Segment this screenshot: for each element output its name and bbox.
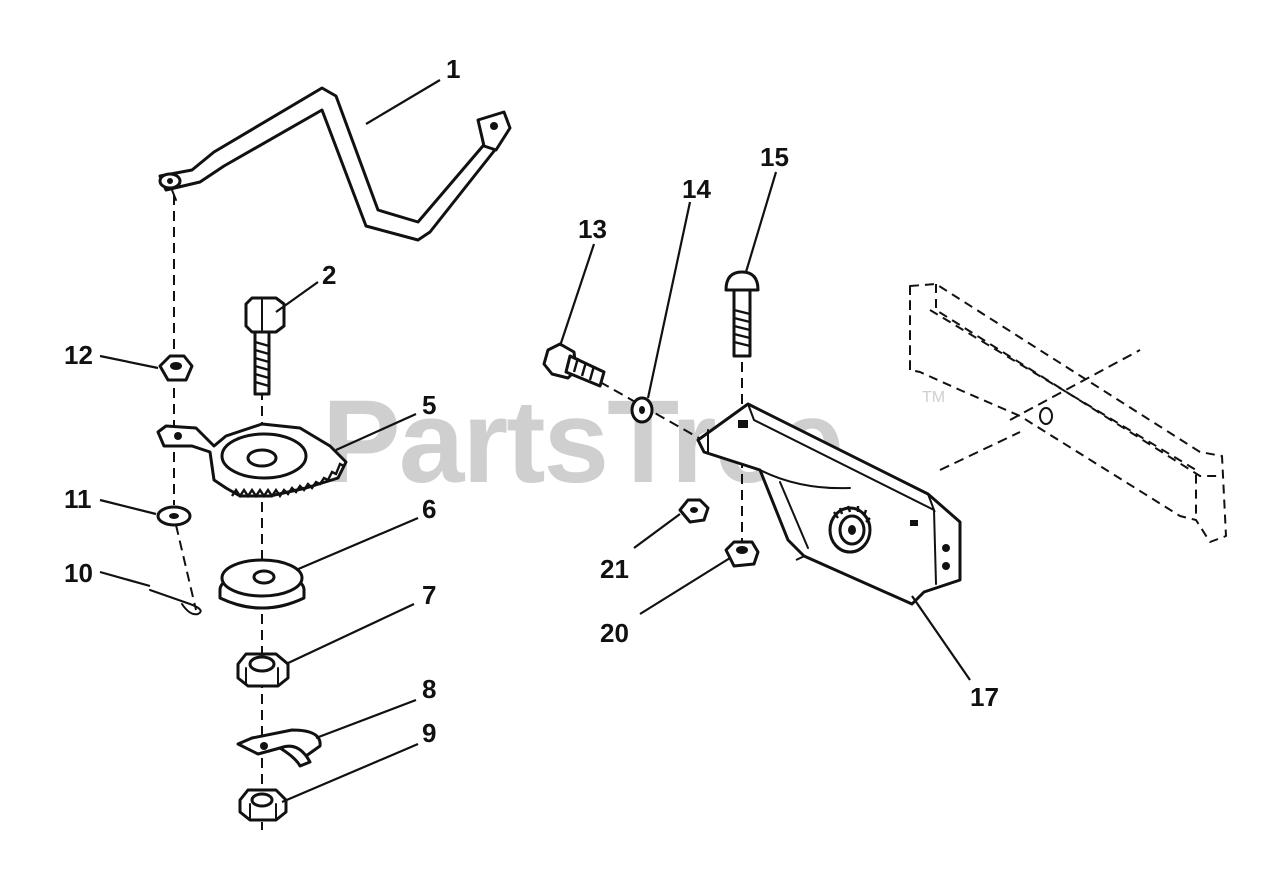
callout-15: 15 <box>760 142 789 172</box>
callout-12: 12 <box>64 340 93 370</box>
part-5-sector-gear <box>156 422 348 499</box>
leader-20 <box>639 557 731 615</box>
centerline-cotter <box>175 524 197 611</box>
part-1-shift-rod <box>158 86 512 242</box>
centerline-frame <box>1009 349 1141 421</box>
leader-5 <box>335 412 417 452</box>
part-8-clip <box>236 728 322 768</box>
part-7-hex-nut <box>236 652 290 688</box>
frame-ghost-outline <box>909 283 1227 543</box>
part-6-spacer-washer <box>218 558 306 610</box>
callout-10: 10 <box>64 558 93 588</box>
part-12-nut <box>158 354 194 382</box>
leader-10 <box>99 570 151 588</box>
part-20-nut <box>724 540 760 568</box>
callout-14: 14 <box>682 174 711 204</box>
part-9-hex-nut <box>238 788 288 822</box>
leader-14 <box>646 201 692 399</box>
callout-20: 20 <box>600 618 629 648</box>
leader-9 <box>281 742 419 804</box>
leader-11 <box>99 498 157 516</box>
centerline-frame-link <box>939 431 1021 471</box>
callout-13: 13 <box>578 214 607 244</box>
callout-2: 2 <box>322 260 336 290</box>
leader-1 <box>365 79 441 125</box>
part-14-washer <box>630 396 654 424</box>
callout-21: 21 <box>600 554 629 584</box>
part-11-washer <box>156 505 192 527</box>
leader-7 <box>285 603 415 665</box>
part-15-carriage-bolt <box>724 270 760 358</box>
leader-12 <box>99 354 159 370</box>
centerline-bolt-13 <box>599 381 707 443</box>
leader-6 <box>295 516 419 572</box>
part-21-nut <box>678 498 710 524</box>
callout-17: 17 <box>970 682 999 712</box>
part-2-hex-bolt <box>244 296 286 396</box>
leader-8 <box>315 698 417 740</box>
leader-13 <box>558 243 596 347</box>
callout-1: 1 <box>446 54 460 84</box>
leader-17 <box>911 595 971 681</box>
leader-21 <box>633 513 681 549</box>
callout-9: 9 <box>422 718 436 748</box>
callout-11: 11 <box>64 484 92 514</box>
callout-6: 6 <box>422 494 436 524</box>
part-13-hex-bolt <box>542 342 606 388</box>
part-17-bracket <box>696 402 962 606</box>
callout-8: 8 <box>422 674 436 704</box>
callout-7: 7 <box>422 580 436 610</box>
leader-2 <box>275 281 319 313</box>
leader-15 <box>744 171 778 273</box>
watermark-trademark: TM <box>922 389 945 406</box>
callout-5: 5 <box>422 390 436 420</box>
part-10-cotter-pin <box>149 589 202 616</box>
